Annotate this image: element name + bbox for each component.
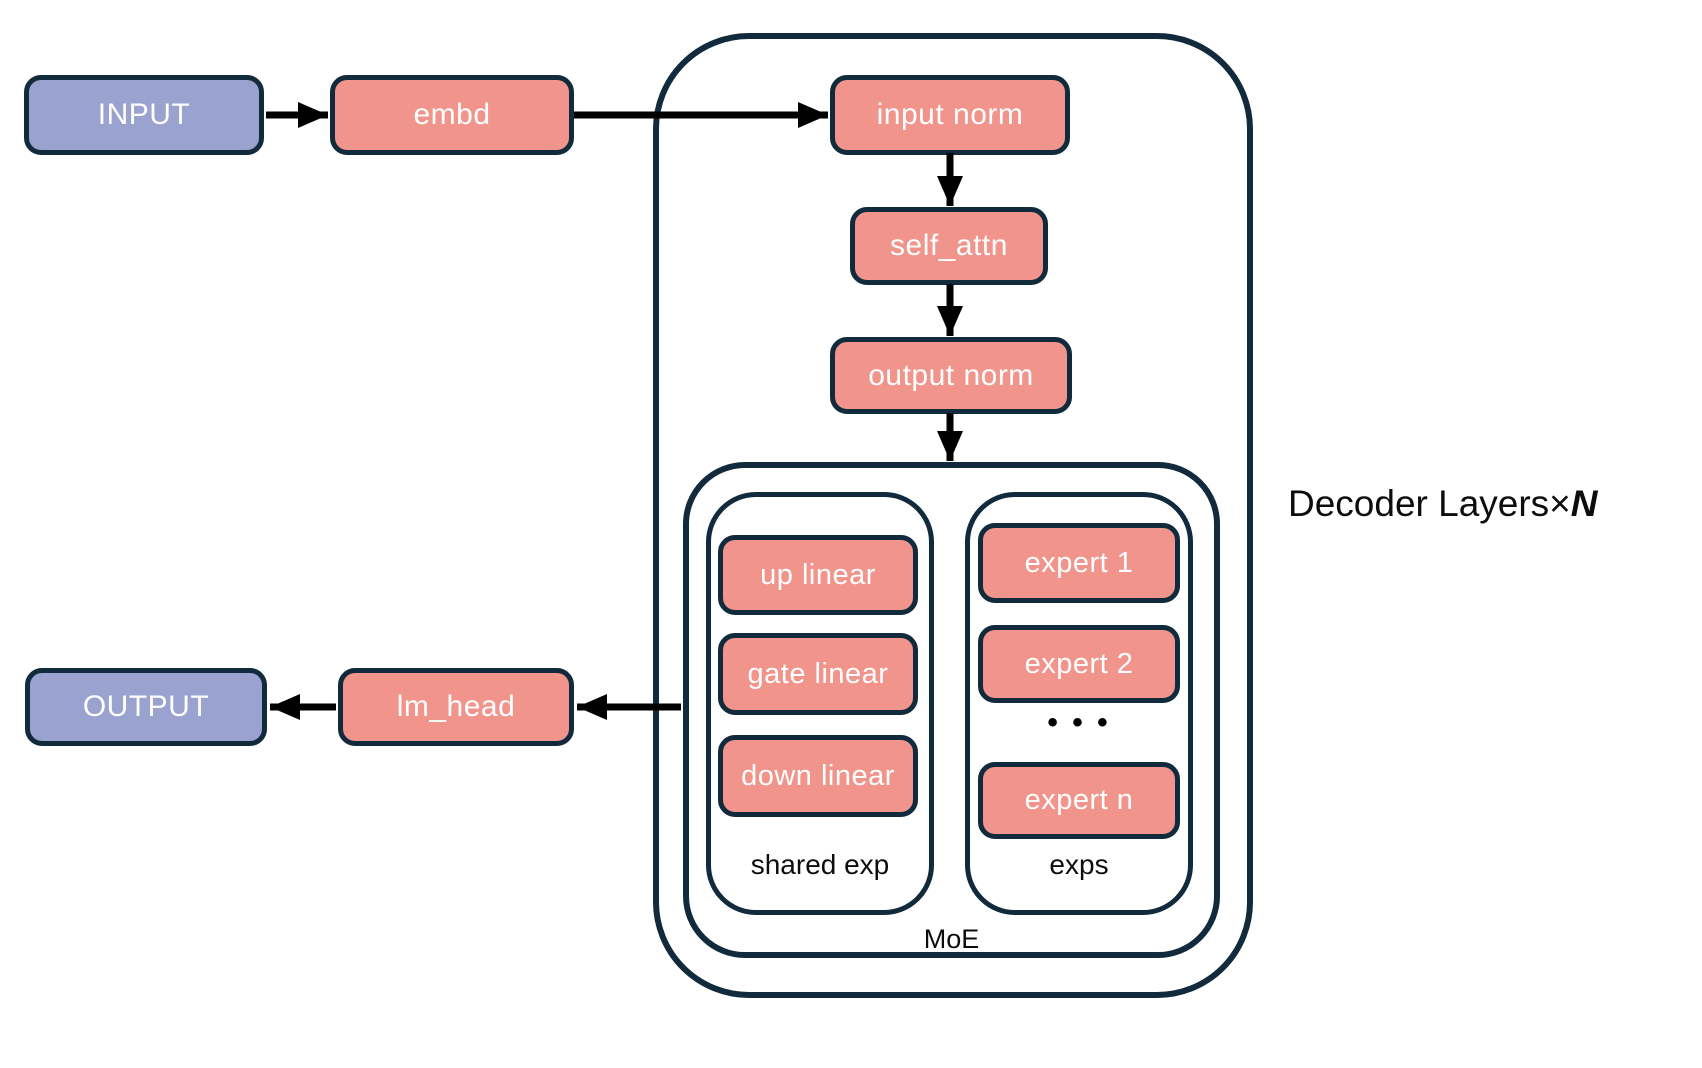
input-norm-node: input norm [830,75,1070,155]
output-norm-node: output norm [830,337,1072,414]
ellipsis-icon: • • • [1047,706,1111,739]
decoder-layers-caption-n: N [1570,483,1598,524]
input-node: INPUT [24,75,264,155]
exps-label: exps [1049,849,1109,880]
embd-node: embd [330,75,574,155]
expert-1-node: expert 1 [978,523,1180,603]
self-attn-node: self_attn [850,207,1048,285]
up-linear-node: up linear [718,535,918,615]
moe-label: MoE [923,924,980,954]
output-node: OUTPUT [25,668,267,746]
gate-linear-node: gate linear [718,633,918,715]
shared-exp-container [706,492,934,915]
decoder-layers-container [653,33,1253,998]
shared-exp-label: shared exp [750,849,890,880]
decoder-layers-caption: Decoder Layers×N [1288,483,1598,525]
down-linear-node: down linear [718,735,918,817]
expert-n-node: expert n [978,762,1180,839]
exps-container [965,492,1193,915]
moe-container [683,462,1220,958]
lm-head-node: lm_head [338,668,574,746]
decoder-layers-caption-prefix: Decoder Layers× [1288,483,1571,524]
expert-2-node: expert 2 [978,625,1180,703]
